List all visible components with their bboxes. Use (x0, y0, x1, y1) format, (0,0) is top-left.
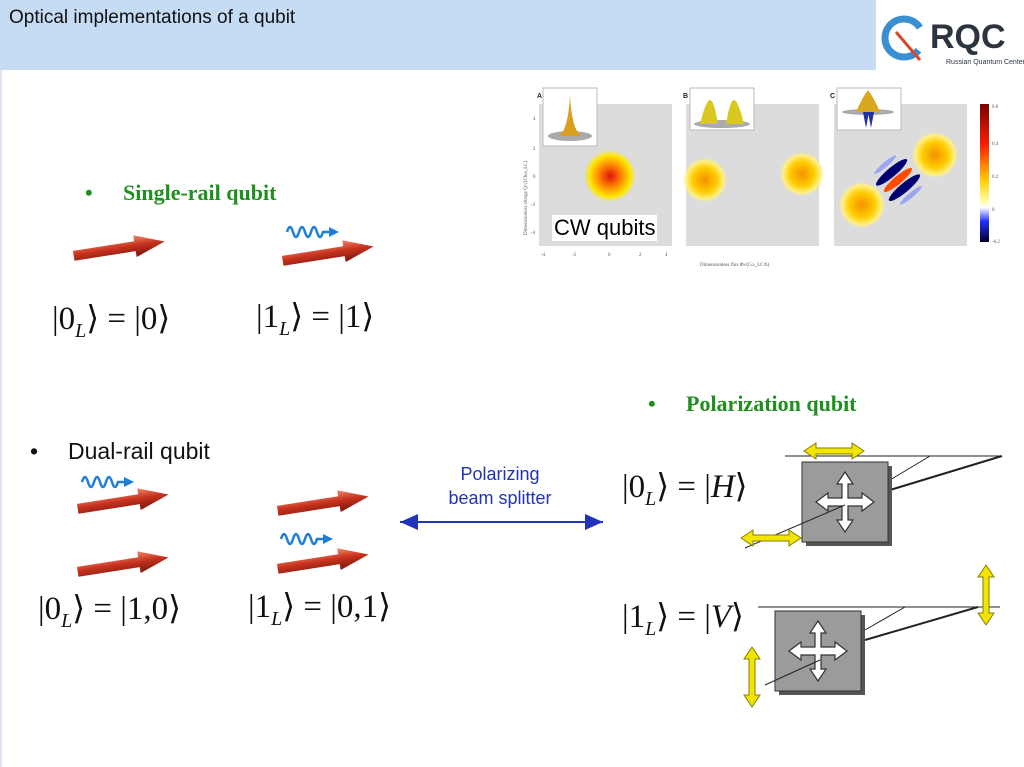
single-rail-photon-wave-icon (285, 225, 341, 239)
dual-rail-arrow-0-bottom (76, 546, 171, 583)
polarization-heading: • Polarization qubit (648, 391, 857, 417)
dual-rail-heading: • Dual-rail qubit (30, 438, 210, 465)
pbs-label-line2: beam splitter (448, 488, 552, 508)
x-tick: 4 (665, 253, 668, 258)
colorbar-tick: 0.2 (992, 175, 999, 180)
pbs-diagram-v (743, 564, 1000, 708)
single-rail-eq-0: |0L⟩ = |0⟩ (52, 301, 171, 342)
bullet: • (648, 391, 656, 416)
v-polarization-arrow-icon (743, 646, 761, 708)
rqc-logo: RQC Russian Quantum Center (881, 15, 1024, 66)
polarization-eq-0: |0L⟩ = |H⟩ (622, 469, 748, 510)
dual-rail-eq-0: |0L⟩ = |1,0⟩ (38, 591, 181, 632)
y-tick: 2 (533, 147, 536, 152)
cw-qubits-figure: A B C -4 -2 0 2 4 Dimensionless flux Φ√(… (523, 87, 1000, 268)
dual-rail-label: Dual-rail qubit (68, 438, 210, 464)
svg-text:Russian Quantum Center: Russian Quantum Center (946, 59, 1024, 66)
title-bar: Optical implementations of a qubit (0, 0, 876, 70)
dual-rail-eq-1: |1L⟩ = |0,1⟩ (248, 589, 391, 630)
x-axis-label: Dimensionless flux Φ√(Cω_LC/ħ) (700, 262, 769, 268)
y-tick: -4 (531, 231, 536, 236)
dual-rail-photon-wave-bottom-icon (279, 532, 335, 546)
single-rail-label: Single-rail qubit (123, 180, 277, 205)
single-rail-heading: • Single-rail qubit (85, 180, 276, 206)
bullet: • (30, 438, 39, 464)
x-tick: 2 (639, 253, 642, 258)
y-tick: 0 (533, 175, 536, 180)
panel-label: A (537, 93, 542, 100)
colorbar-tick: 0.4 (992, 142, 999, 147)
pbs-label: Polarizing beam splitter (420, 462, 580, 510)
polarization-eq-1: |1L⟩ = |V⟩ (622, 599, 744, 640)
colorbar-tick: 0 (992, 208, 995, 213)
panel-label: B (683, 93, 688, 100)
h-polarization-arrow-icon (803, 442, 865, 460)
y-axis-label: Dimensionless charge Q/√(Cħω_LC) (523, 160, 529, 235)
slide-title: Optical implementations of a qubit (9, 7, 296, 28)
pbs-label-line1: Polarizing (460, 464, 540, 484)
single-rail-eq-1: |1L⟩ = |1⟩ (256, 299, 375, 340)
y-tick: 4 (533, 117, 536, 122)
dual-rail-arrow-1-top (276, 485, 371, 522)
left-border (0, 70, 2, 767)
colorbar-tick: -0.2 (992, 240, 1000, 245)
x-tick: 0 (608, 253, 611, 258)
svg-text:RQC: RQC (930, 18, 1006, 56)
dual-rail-arrow-1-bottom (276, 543, 371, 580)
colorbar-tick: 0.6 (992, 105, 999, 110)
polarization-label: Polarization qubit (686, 391, 857, 416)
bullet: • (85, 180, 93, 205)
single-rail-photon-arrow-1 (281, 235, 376, 272)
pbs-diagram-h (740, 442, 1003, 549)
panel-label: C (830, 93, 835, 100)
v-polarization-arrow-icon (977, 564, 995, 626)
x-tick: -2 (572, 253, 577, 258)
single-rail-photon-arrow-0 (72, 230, 167, 267)
x-tick: -4 (541, 253, 546, 258)
h-polarization-arrow-icon (740, 529, 802, 547)
colorbar (980, 104, 989, 242)
cw-qubits-caption: CW qubits (552, 215, 658, 241)
dual-rail-photon-wave-top-icon (80, 475, 136, 489)
dual-rail-arrow-0-top (76, 483, 171, 520)
y-tick: -2 (531, 203, 536, 208)
